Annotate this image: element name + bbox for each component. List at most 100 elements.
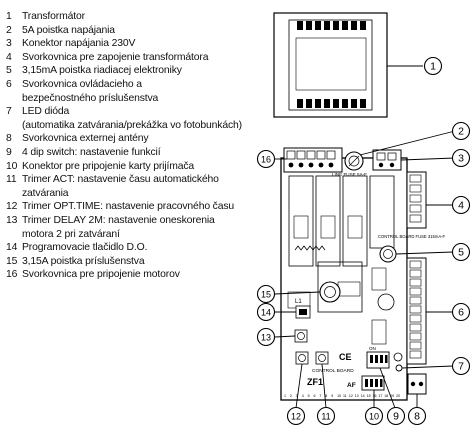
- terminal-number: 2: [290, 394, 292, 398]
- legend-text: Konektor pre pripojenie karty prijímača: [22, 160, 195, 172]
- legend-item: 7 LED dióda (automatika zatvárania/prekáž…: [6, 105, 264, 132]
- terminal-number: 4: [302, 394, 304, 398]
- callout-8: 8: [407, 406, 427, 426]
- legend-number: 5: [6, 65, 12, 77]
- trimer-opt-time: [295, 351, 309, 365]
- callout-15: 15: [256, 284, 276, 304]
- legend-item: 14 Programovacie tlačidlo D.O.: [6, 241, 264, 255]
- callout-14: 14: [256, 302, 276, 322]
- legend-text: Trimer ACT: nastavenie času automatickéh…: [22, 174, 219, 199]
- terminal-number: 11: [343, 394, 347, 398]
- legend-text: Konektor napájania 230V: [22, 38, 136, 50]
- terminal-number: 5: [308, 394, 310, 398]
- receiver-connector: [361, 375, 385, 391]
- transformer-top-pins: [297, 21, 366, 30]
- legend-number: 2: [6, 24, 12, 36]
- af-label: AF: [347, 382, 356, 389]
- callout-number: 8: [414, 411, 420, 423]
- legend-number: 15: [6, 255, 18, 267]
- terminal-number: 13: [355, 394, 359, 398]
- model-label: ZF1: [307, 377, 323, 387]
- legend-text: 4 dip switch: nastavenie funkcií: [22, 146, 161, 158]
- legend-number: 14: [6, 242, 18, 254]
- callout-11: 11: [316, 406, 336, 426]
- legend-number: 7: [6, 106, 12, 118]
- legend-number: 11: [6, 174, 17, 186]
- terminal-number: 19: [390, 394, 394, 398]
- dip-on-label: ON: [369, 346, 376, 351]
- legend-number: 12: [6, 201, 18, 213]
- terminal-number: 7: [319, 394, 321, 398]
- legend-number: 10: [6, 160, 18, 172]
- callout-number: 1: [430, 61, 436, 73]
- legend-number: 1: [6, 11, 12, 22]
- terminal-number: 18: [384, 394, 388, 398]
- legend-text: Svorkovnica ovládacieho a bezpečnostného…: [22, 78, 159, 104]
- legend-item: 5 3,15mA poistka riadiacej elektroniky: [6, 64, 264, 78]
- callout-10: 10: [364, 406, 384, 426]
- callout-12: 12: [286, 406, 306, 426]
- terminal-number: 17: [378, 394, 382, 398]
- callout-number: 15: [261, 290, 271, 300]
- power-connector: [372, 149, 402, 171]
- ce-mark: CE: [339, 352, 352, 362]
- legend-text: 5A poistka napájania: [22, 24, 115, 36]
- legend-text: 3,15A poistka príslušenstva: [22, 255, 145, 267]
- callout-7: 7: [451, 356, 471, 376]
- legend-item: 15 3,15A poistka príslušenstva: [6, 255, 264, 269]
- legend-text: Svorkovnica pre zapojenie transformátora: [22, 51, 209, 63]
- callout-9: 9: [386, 406, 406, 426]
- callout-number: 2: [458, 126, 464, 138]
- callout-number: 5: [458, 247, 464, 259]
- legend-number: 3: [6, 38, 12, 50]
- dip-switch: [366, 351, 390, 369]
- antenna-terminal: [407, 373, 427, 395]
- terminal-number: 1: [284, 394, 286, 398]
- control-board-fuse: [379, 245, 397, 263]
- legend-number: 16: [6, 269, 18, 281]
- trimer-delay-2m: [294, 329, 308, 343]
- transformer-bottom-pins: [297, 99, 366, 108]
- dip-knob: [393, 352, 403, 362]
- callout-4: 4: [451, 195, 471, 215]
- legend-item: 3 Konektor napájania 230V: [6, 37, 264, 51]
- callout-number: 14: [261, 308, 271, 318]
- callout-number: 4: [458, 200, 464, 212]
- legend-item: 12 Trimer OPT.TIME: nastavenie pracovného…: [6, 200, 264, 214]
- legend-item: 4 Svorkovnica pre zapojenie transformátor…: [6, 51, 264, 65]
- transformer: [273, 12, 423, 118]
- legend-text: Trimer OPT.TIME: nastavenie pracovného č…: [22, 201, 235, 213]
- terminal-number: 10: [337, 394, 341, 398]
- led-indicator: [395, 364, 403, 372]
- terminal-number: 9: [331, 394, 333, 398]
- control-board-label: CONTROL BOARD: [312, 368, 354, 374]
- callout-number: 9: [393, 411, 399, 423]
- callout-number: 7: [458, 361, 464, 373]
- callout-13: 13: [256, 327, 276, 347]
- terminal-number: 3: [296, 394, 298, 398]
- svg-text:L1: L1: [295, 299, 302, 305]
- terminal-number: 6: [314, 394, 316, 398]
- trimer-act: [315, 351, 329, 365]
- legend-item: 1 Transformátor: [6, 10, 264, 24]
- legend-text: 3,15mA poistka riadiacej elektroniky: [22, 65, 182, 77]
- legend-text: Programovacie tlačidlo D.O.: [22, 242, 148, 254]
- callout-number: 12: [291, 412, 301, 422]
- legend-text: Svorkovnica externej antény: [22, 133, 149, 145]
- accessory-terminal-block: [406, 257, 427, 365]
- accessory-fuse: [319, 281, 341, 303]
- terminal-number: 14: [361, 394, 365, 398]
- legend-text: LED dióda (automatika zatvárania/prekážk…: [22, 106, 242, 131]
- legend-number: 4: [6, 51, 12, 63]
- legend-text: Transformátor: [22, 11, 85, 22]
- callout-number: 16: [261, 155, 271, 165]
- callout-1: 1: [423, 56, 443, 76]
- callout-5: 5: [451, 242, 471, 262]
